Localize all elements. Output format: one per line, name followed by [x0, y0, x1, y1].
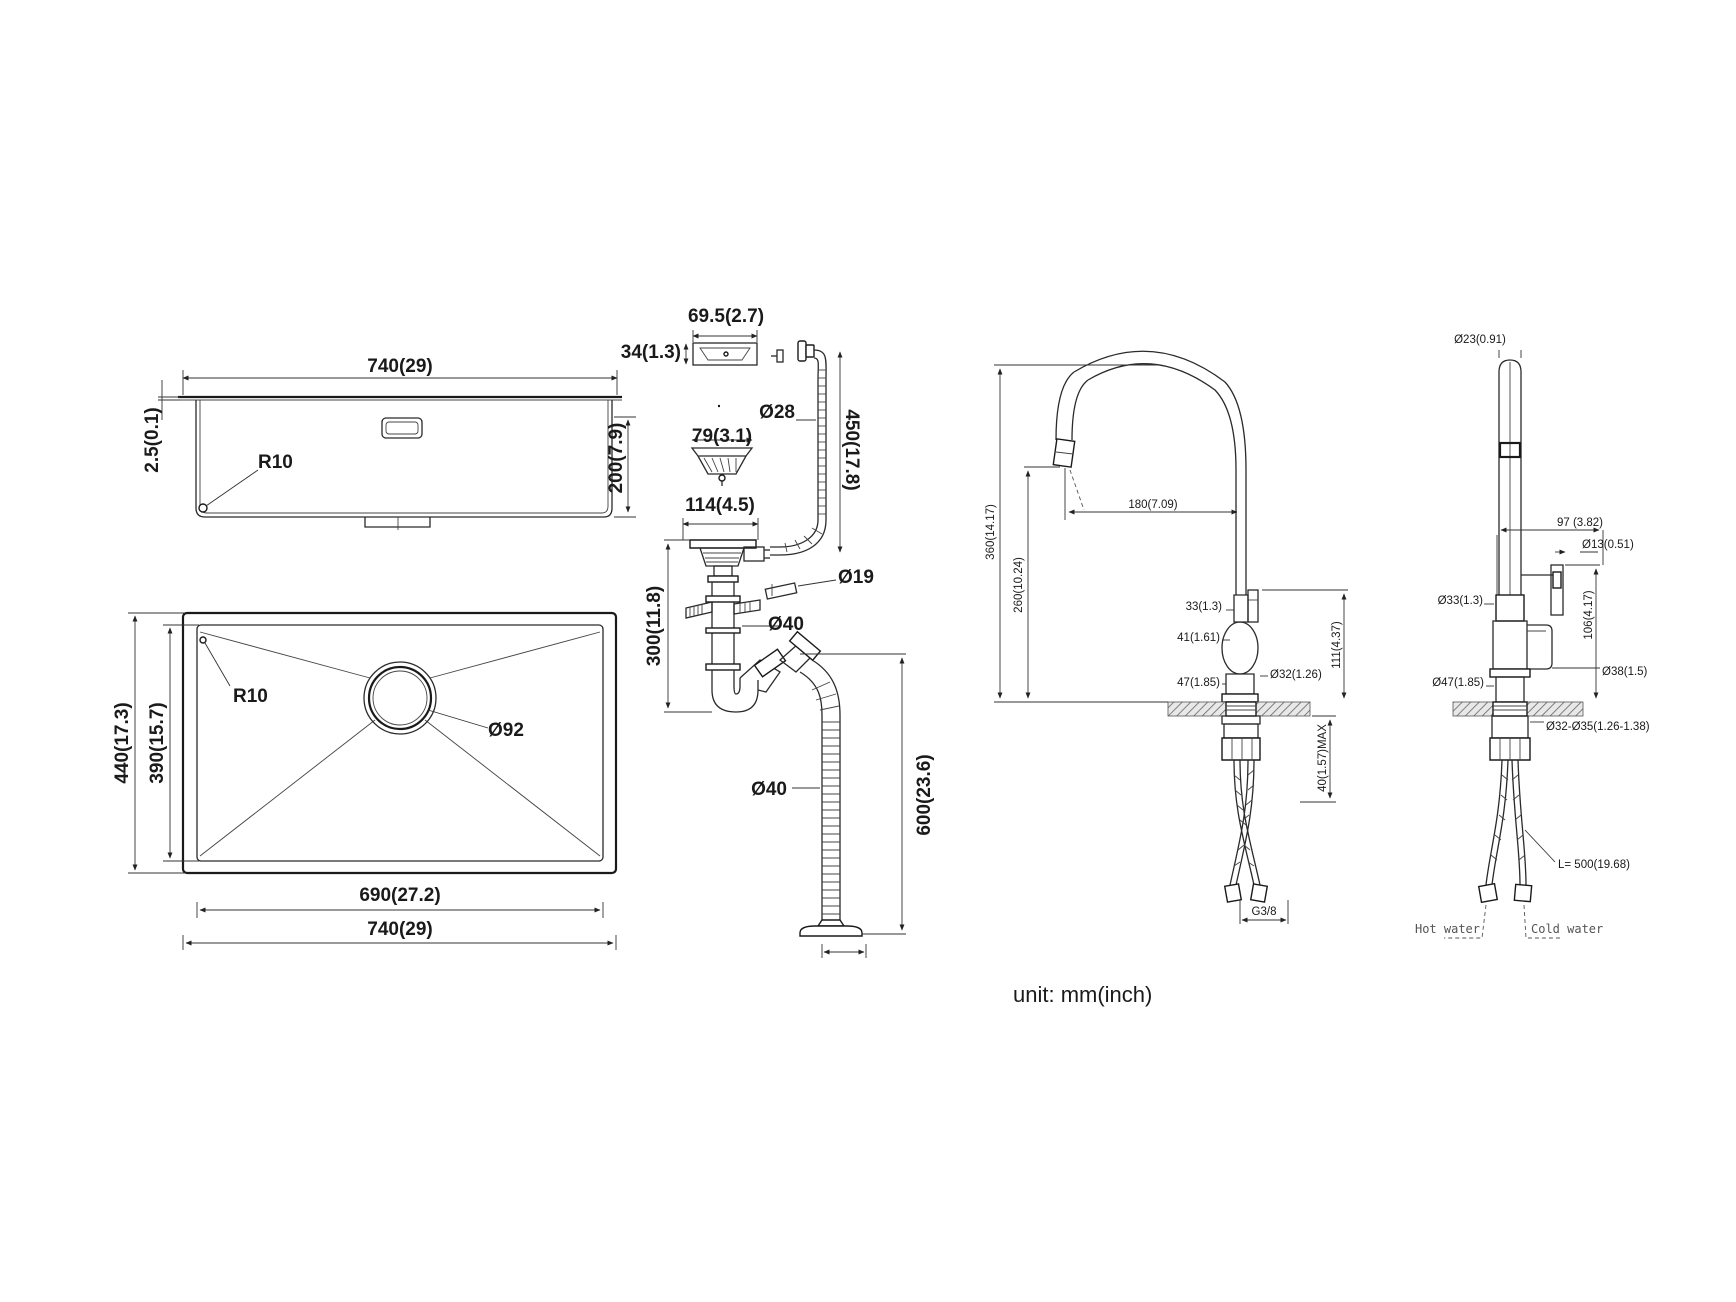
outlet-length-label: 600(23.6) — [914, 754, 935, 835]
overflow-height-label: 34(1.3) — [621, 342, 681, 363]
front-base-diameter-label: Ø47(1.85) — [1432, 677, 1484, 689]
drain-hole-diameter-label: Ø92 — [488, 720, 524, 741]
trap-height-label: 300(11.8) — [644, 586, 665, 666]
handle-width-label: 33(1.3) — [1186, 601, 1223, 613]
front-body-diameter-label: Ø38(1.5) — [1602, 666, 1648, 678]
hose-length-front-label: L= 500(19.68) — [1558, 859, 1630, 871]
side-inlet-diameter-label: Ø19 — [838, 567, 874, 588]
cold-water-label: Cold water — [1531, 922, 1603, 936]
plan-radius-label: R10 — [233, 686, 268, 707]
max-deck-label: 40(1.57)MAX — [1317, 724, 1329, 792]
reach-label: 180(7.09) — [1128, 499, 1177, 511]
outer-length-label: 440(17.3) — [112, 702, 133, 783]
faucet-front-view — [1444, 350, 1604, 939]
total-height-label: 360(14.17) — [985, 504, 997, 560]
overflow-width-label: 69.5(2.7) — [688, 306, 764, 327]
sink-depth-label: 200(7.9) — [606, 423, 627, 494]
handle-reach-label: 97 (3.82) — [1557, 517, 1603, 529]
side-body-diameter-label: Ø32(1.26) — [1270, 669, 1322, 681]
outer-width-label: 740(29) — [367, 919, 433, 940]
basket-diameter-label: 79(3.1) — [692, 426, 752, 447]
thread-size-label: G3/8 — [1252, 906, 1277, 918]
spout-height-label: 260(10.24) — [1013, 557, 1025, 613]
flange-diameter-label: 114(4.5) — [685, 495, 755, 516]
unit-note: unit: mm(inch) — [1013, 982, 1152, 1007]
inner-width-label: 690(27.2) — [359, 885, 440, 906]
rim-thickness-label: 2.5(0.1) — [142, 407, 163, 472]
outlet-diameter-label: Ø40 — [751, 779, 787, 800]
side-radius-label: R10 — [258, 452, 293, 473]
body-width-label: 41(1.61) — [1177, 632, 1220, 644]
handle-height-label: 106(4.17) — [1583, 590, 1595, 639]
hose-length-label: 450(17.8) — [841, 409, 862, 490]
drain-assembly — [664, 330, 906, 958]
hose-diameter-label: Ø28 — [759, 402, 795, 423]
base-width-label: 47(1.85) — [1177, 677, 1220, 689]
inner-length-label: 390(15.7) — [147, 702, 168, 783]
hot-water-label: Hot water — [1415, 922, 1480, 936]
body-height-label: 111(4.37) — [1331, 621, 1343, 669]
collar-diameter-label: Ø33(1.3) — [1438, 595, 1484, 607]
sink-plan-view — [128, 611, 618, 950]
pipe-diameter-label: Ø40 — [768, 614, 804, 635]
mounting-hole-range-label: Ø32-Ø35(1.26-1.38) — [1546, 721, 1650, 733]
sink-side-view — [158, 370, 636, 530]
faucet-side-view — [994, 350, 1348, 924]
handle-diameter-label: Ø13(0.51) — [1582, 539, 1634, 551]
sink-top-width-label: 740(29) — [367, 356, 433, 377]
tube-diameter-label: Ø23(0.91) — [1454, 334, 1506, 346]
